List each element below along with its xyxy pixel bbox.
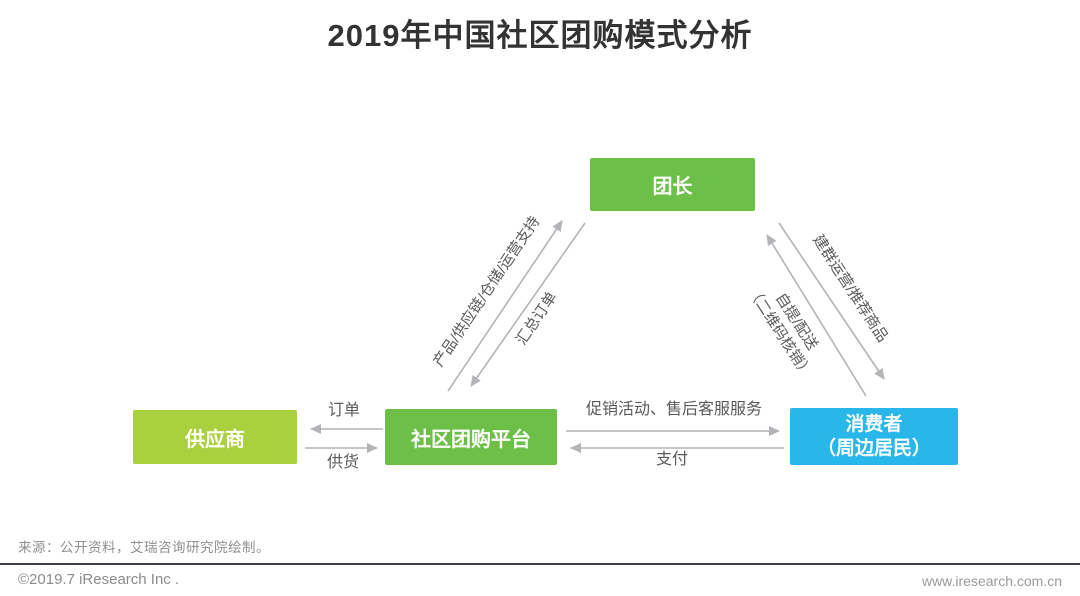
node-consumer: 消费者 （周边居民） bbox=[790, 408, 958, 465]
node-group-leader-label: 团长 bbox=[652, 176, 693, 198]
page-title: 2019年中国社区团购模式分析 bbox=[327, 18, 753, 53]
edge-label-order: 订单 bbox=[327, 402, 361, 419]
footer-divider bbox=[0, 563, 1080, 565]
node-consumer-label-line1: 消费者 bbox=[845, 413, 903, 435]
edge-label-aggregate-orders: 汇总订单 bbox=[513, 288, 561, 349]
edge-label-pickup: 自提/配送 （二维码核销） bbox=[743, 272, 833, 381]
footer-website: www.iresearch.com.cn bbox=[921, 573, 1062, 589]
node-group-leader: 团长 bbox=[590, 158, 755, 211]
edge-label-group-ops: 建群运营/推荐商品 bbox=[809, 231, 892, 346]
edge-label-pay: 支付 bbox=[655, 451, 689, 468]
node-platform-label: 社区团购平台 bbox=[411, 428, 531, 451]
source-note: 来源：公开资料，艾瑞咨询研究院绘制。 bbox=[18, 540, 270, 555]
edge-label-promo: 促销活动、售后客服服务 bbox=[585, 401, 763, 418]
footer-copyright: ©2019.7 iResearch Inc . bbox=[18, 571, 180, 588]
node-supplier: 供应商 bbox=[133, 410, 297, 464]
node-supplier-label: 供应商 bbox=[185, 428, 245, 451]
edge-label-supply: 供货 bbox=[326, 454, 360, 471]
node-consumer-label-line2: （周边居民） bbox=[816, 437, 931, 459]
node-platform: 社区团购平台 bbox=[385, 409, 557, 465]
